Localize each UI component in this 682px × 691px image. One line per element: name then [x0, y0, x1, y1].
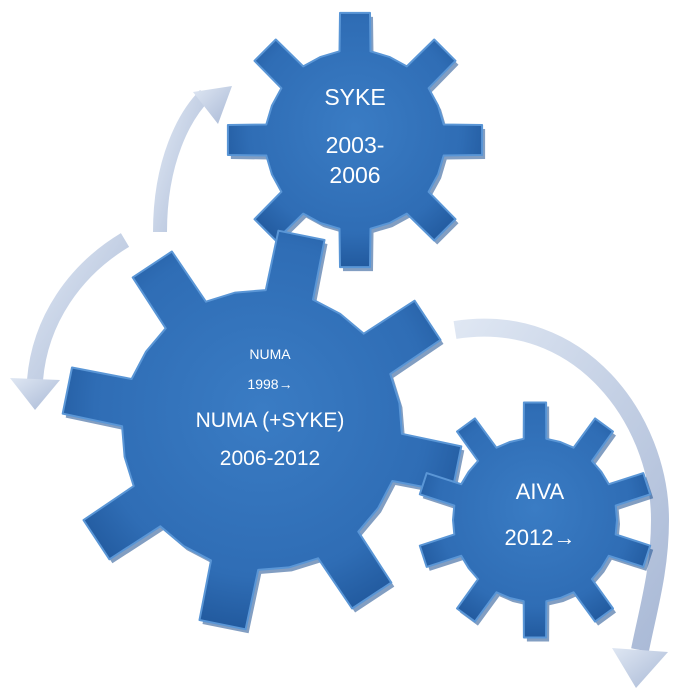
gear-numa-small-name: NUMA	[249, 346, 291, 362]
arrow-left-down	[10, 233, 130, 410]
gear-aiva	[418, 401, 654, 642]
arrow-numa-to-aiva	[453, 318, 670, 688]
gear-syke-label: SYKE 2003- 2006	[290, 82, 420, 190]
gear-syke	[226, 11, 486, 272]
gear-syke-year-start: 2003-	[325, 132, 385, 158]
gear-numa-years: 2006-2012	[219, 447, 321, 470]
gear-syke-name: SYKE	[324, 84, 386, 110]
gear-numa	[61, 229, 465, 634]
gear-syke-body	[226, 11, 484, 269]
gear-aiva-body	[418, 401, 652, 639]
gear-aiva-name: AIVA	[515, 479, 565, 504]
gear-numa-body	[61, 229, 463, 631]
gear-syke-year-end: 2006	[329, 162, 381, 188]
gear-numa-small-year: 1998→	[247, 376, 293, 392]
gear-numa-name: NUMA (+SYKE)	[195, 409, 345, 432]
arrow-numa-to-syke	[153, 86, 232, 233]
gear-numa-label: NUMA 1998→ NUMA (+SYKE) 2006-2012	[150, 345, 390, 473]
gear-aiva-year: 2012→	[504, 525, 576, 550]
gear-aiva-label: AIVA 2012→	[470, 478, 610, 552]
